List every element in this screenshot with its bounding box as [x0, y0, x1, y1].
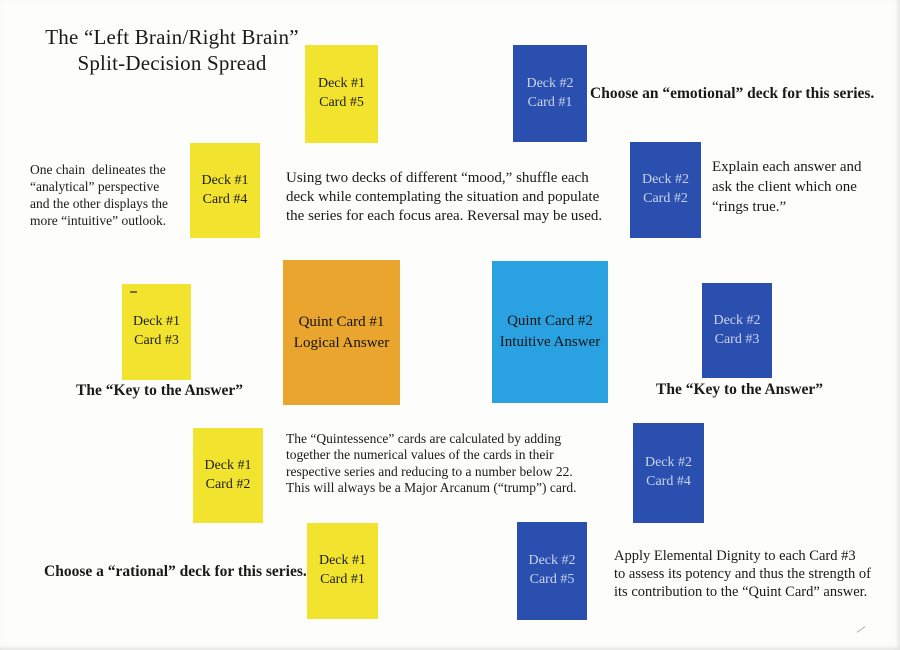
card-deck1-card5-label: Deck #1 Card #5: [317, 76, 366, 110]
card-deck2-card1: Deck #2 Card #1: [513, 45, 587, 142]
card-deck1-card2-label: Deck #1 Card #2: [204, 457, 252, 492]
scan-artifact-dash: [130, 291, 137, 293]
page-title: The “Left Brain/Right Brain” Split-Decis…: [28, 24, 316, 77]
card-deck2-card3: Deck #2 Card #3: [702, 283, 772, 378]
card-deck2-card4: Deck #2 Card #4: [633, 423, 704, 523]
note-explain-answers: Explain each answer and ask the client w…: [712, 159, 862, 215]
note-elemental-dignity: Apply Elemental Dignity to each Card #3 …: [614, 548, 871, 600]
page-title-line1: The “Left Brain/Right Brain”: [45, 25, 299, 49]
card-deck1-card3: Deck #1 Card #3: [122, 284, 191, 380]
note-shuffle-instructions: Using two decks of different “mood,” shu…: [286, 170, 603, 224]
card-deck2-card5: Deck #2 Card #5: [517, 522, 587, 620]
card-quint1-label: Quint Card #1 Logical Answer: [293, 313, 390, 351]
card-deck2-card5-label: Deck #2 Card #5: [528, 553, 576, 587]
note-choose-rational-deck: Choose a “rational” deck for this series…: [44, 563, 307, 580]
note-key-to-answer-right: The “Key to the Answer”: [656, 381, 824, 398]
page-title-line2: Split-Decision Spread: [77, 51, 267, 76]
note-key-to-answer-left: The “Key to the Answer”: [76, 382, 244, 399]
card-quint2-intuitive: Quint Card #2 Intuitive Answer: [492, 261, 608, 403]
card-deck1-card4-label: Deck #1 Card #4: [201, 172, 249, 207]
card-deck2-card1-label: Deck #2 Card #1: [526, 75, 574, 110]
card-deck1-card3-label: Deck #1 Card #3: [132, 314, 181, 348]
card-quint2-label: Quint Card #2 Intuitive Answer: [499, 313, 601, 350]
card-deck2-card4-label: Deck #2 Card #4: [644, 455, 693, 489]
note-quintessence-explanation: The “Quintessence” cards are calculated …: [286, 431, 577, 496]
note-chains-explanation: One chain delineates the “analytical” pe…: [30, 162, 168, 228]
card-deck1-card5: Deck #1 Card #5: [305, 45, 378, 143]
card-deck1-card1: Deck #1 Card #1: [307, 523, 378, 619]
card-deck1-card2: Deck #1 Card #2: [193, 428, 263, 523]
card-quint1-logical: Quint Card #1 Logical Answer: [283, 260, 400, 405]
card-deck2-card3-label: Deck #2 Card #3: [713, 312, 761, 347]
card-deck1-card1-label: Deck #1 Card #1: [318, 553, 367, 587]
card-deck2-card2-label: Deck #2 Card #2: [641, 172, 690, 206]
card-deck2-card2: Deck #2 Card #2: [630, 142, 701, 238]
card-deck1-card4: Deck #1 Card #4: [190, 143, 260, 238]
scan-artifact-corner: [856, 626, 866, 633]
note-choose-emotional-deck: Choose an “emotional” deck for this seri…: [590, 85, 875, 102]
